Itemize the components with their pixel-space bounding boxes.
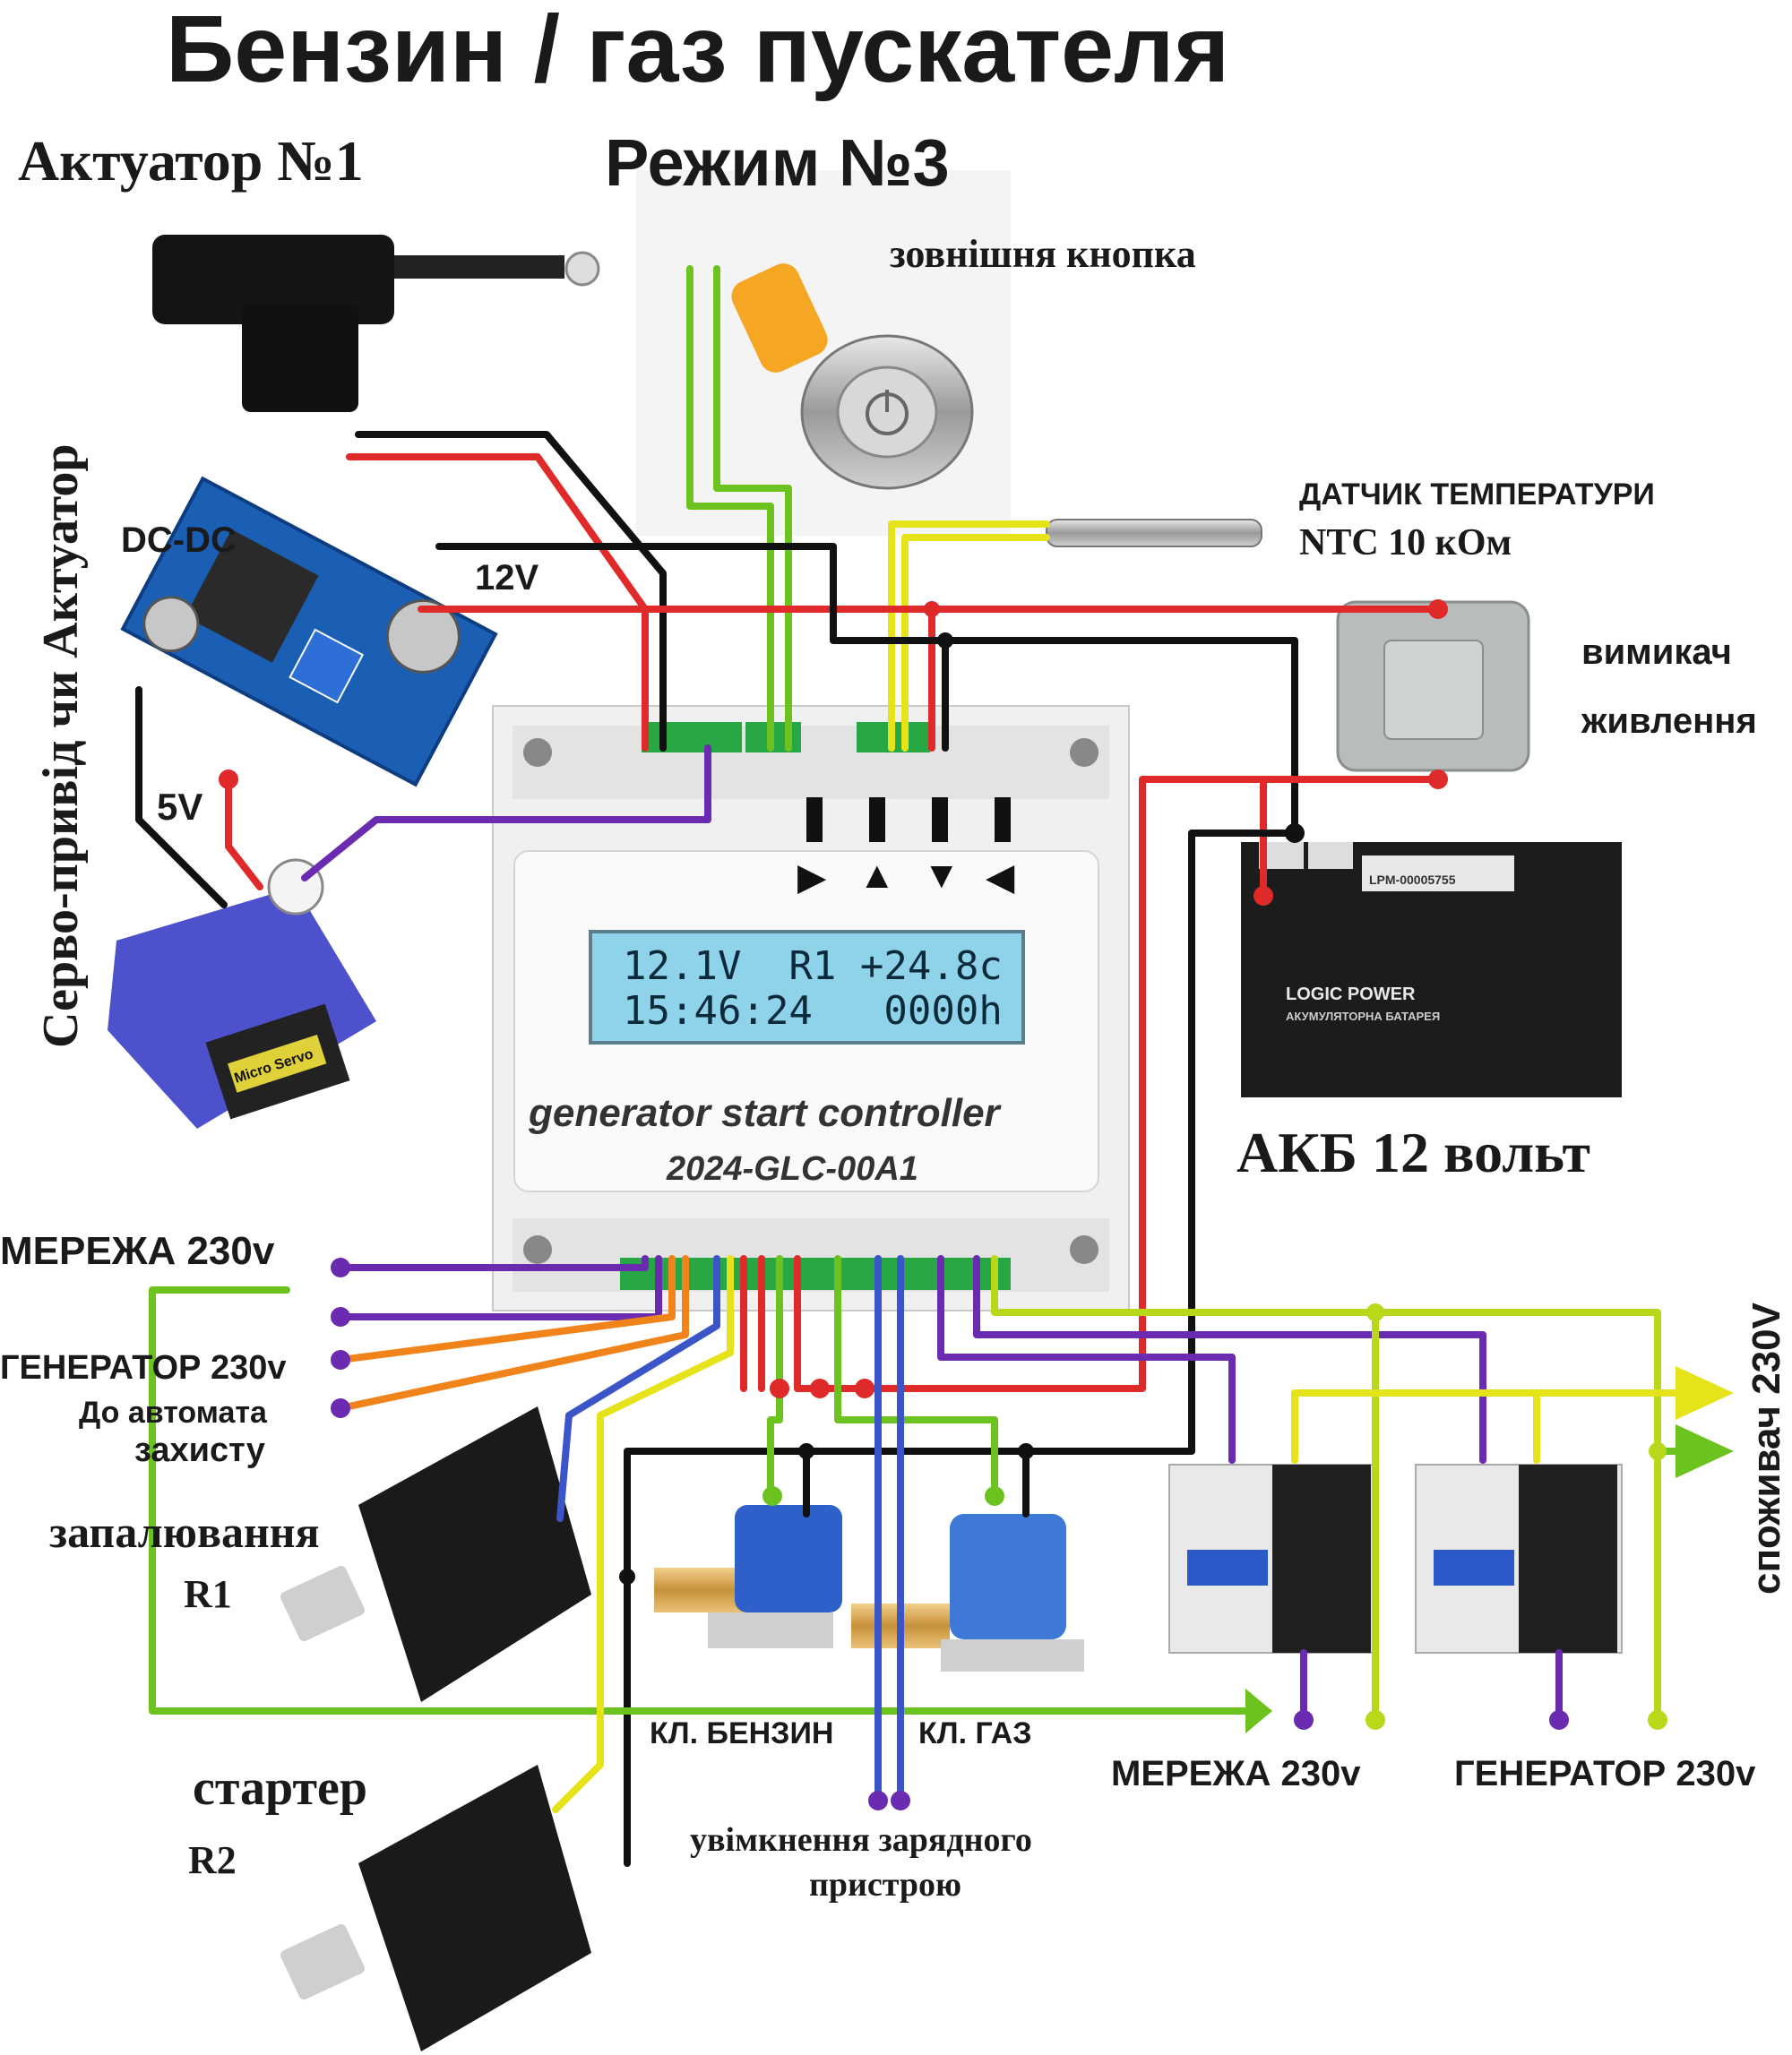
push-button-picture	[731, 263, 974, 490]
button-photo-bg	[636, 170, 1011, 536]
wire-5v-black	[135, 686, 228, 908]
charger-label-line2: пристрою	[809, 1866, 962, 1904]
dcdc-label: DC-DC	[121, 520, 237, 560]
battery-brand: LOGIC POWER	[1286, 985, 1416, 1004]
wire-ignition	[556, 1255, 720, 1522]
wire-temp-yellow1	[888, 520, 1050, 752]
wire-starter-yellow	[552, 1255, 734, 1813]
dcdc-board-picture	[120, 476, 498, 787]
v5-label: 5V	[157, 786, 203, 828]
mains-in-label: МЕРЕЖА 230v	[0, 1229, 275, 1273]
charger-label-line1: увімкнення зарядного	[690, 1821, 1032, 1859]
consumer-label: споживач 230V	[1745, 1303, 1788, 1595]
button-left-icon[interactable]: ◀	[986, 856, 1015, 898]
battery-subtitle: АКУМУЛЯТОРНА БАТАРЕЯ	[1286, 1010, 1441, 1023]
servo-picture	[108, 858, 376, 1129]
valve-gas-picture	[851, 1514, 1084, 1672]
valve-petrol-label: КЛ. БЕНЗИН	[650, 1716, 834, 1750]
relay-r1-picture	[280, 1406, 591, 1702]
button-up-icon[interactable]: ▲	[858, 854, 896, 896]
wire-yellow-consumer	[1291, 1389, 1688, 1464]
mode-label: Режим №3	[605, 125, 950, 200]
battery-model: LPM-00005755	[1369, 873, 1456, 887]
gen-in-label: ГЕНЕРАТОР 230v	[0, 1349, 287, 1387]
wire-contactor1-purple	[937, 1255, 1236, 1464]
lcd-line1: 12.1V R1 +24.8c	[623, 943, 1003, 989]
power-switch-label-line1: вимикач	[1581, 632, 1732, 672]
r1-label: R1	[184, 1572, 232, 1616]
wire-battery-black	[624, 830, 1298, 1867]
actuator1-label: Актуатор №1	[18, 129, 364, 193]
servo-vertical-label: Серво-привід чи Актуатор	[33, 443, 89, 1049]
starter-label: стартер	[193, 1760, 367, 1816]
wire-gen-orange2	[337, 1255, 689, 1412]
wire-contactor2-purple	[973, 1255, 1486, 1464]
button-down-icon[interactable]: ▼	[923, 854, 961, 896]
page-title: Бензин / газ пускателя	[166, 0, 1230, 102]
wire-valve-gas-green	[834, 1255, 998, 1500]
arrow-green-loop	[1245, 1689, 1272, 1733]
wire-green-loop	[149, 1286, 1249, 1715]
valve-petrol-picture	[654, 1505, 842, 1648]
actuator-picture	[152, 235, 600, 412]
arrow-consumer-yellow	[1676, 1366, 1734, 1420]
contactor-gen-picture	[1415, 1464, 1623, 1654]
wire-5v-red	[225, 776, 263, 890]
wire-black-bus	[435, 543, 1298, 841]
external-button-label: зовнішня кнопка	[890, 232, 1196, 276]
wires	[135, 265, 1688, 1867]
ntc-label: NTC 10 кОм	[1299, 522, 1512, 563]
lcd-display: 12.1V R1 +24.8c 15:46:24 0000h	[589, 930, 1025, 1045]
wire-actuator-red	[346, 453, 649, 752]
battery-label: АКБ 12 вольт	[1236, 1121, 1590, 1184]
ignition-label: запалювання	[49, 1507, 320, 1557]
temp-sensor-picture	[1046, 519, 1262, 547]
power-switch-picture	[1336, 600, 1530, 772]
button-right-icon[interactable]: ▶	[797, 856, 827, 898]
lcd-line2: 15:46:24 0000h	[623, 988, 1003, 1034]
valve-gas-label: КЛ. ГАЗ	[918, 1716, 1032, 1750]
wire-actuator-black	[355, 431, 667, 752]
wire-gen-orange1	[337, 1255, 676, 1363]
wire-mains-purple1	[337, 1255, 649, 1271]
wire-switch-red	[794, 776, 1442, 1392]
power-switch-label-line2: живлення	[1581, 701, 1757, 741]
wire-temp-yellow2	[901, 534, 1050, 752]
wire-servo-purple	[301, 744, 711, 881]
battery-picture	[1241, 842, 1622, 1097]
wire-button-green1	[686, 265, 774, 752]
temp-sensor-label: ДАТЧИК ТЕМПЕРАТУРИ	[1299, 477, 1655, 512]
gen-out-label: ГЕНЕРАТОР 230v	[1454, 1754, 1756, 1793]
mains-out-label: МЕРЕЖА 230v	[1111, 1754, 1361, 1793]
breaker-label-line1: До автомата	[79, 1396, 267, 1430]
contactor-mains-picture	[1168, 1464, 1376, 1654]
controller-model: 2024-GLC-00A1	[667, 1150, 918, 1188]
controller-name: generator start controller	[529, 1091, 1000, 1135]
arrow-consumer-green	[1676, 1424, 1734, 1478]
wire-lime-bus	[991, 1255, 1661, 1724]
relay-r2-picture	[280, 1765, 591, 2051]
v12-label: 12V	[475, 558, 539, 598]
wire-button-green2	[713, 265, 792, 752]
wire-valve-petrol-green	[767, 1255, 783, 1500]
r2-label: R2	[188, 1838, 237, 1882]
junction-dots	[219, 599, 1667, 1810]
breaker-label-line2: захисту	[134, 1432, 265, 1469]
